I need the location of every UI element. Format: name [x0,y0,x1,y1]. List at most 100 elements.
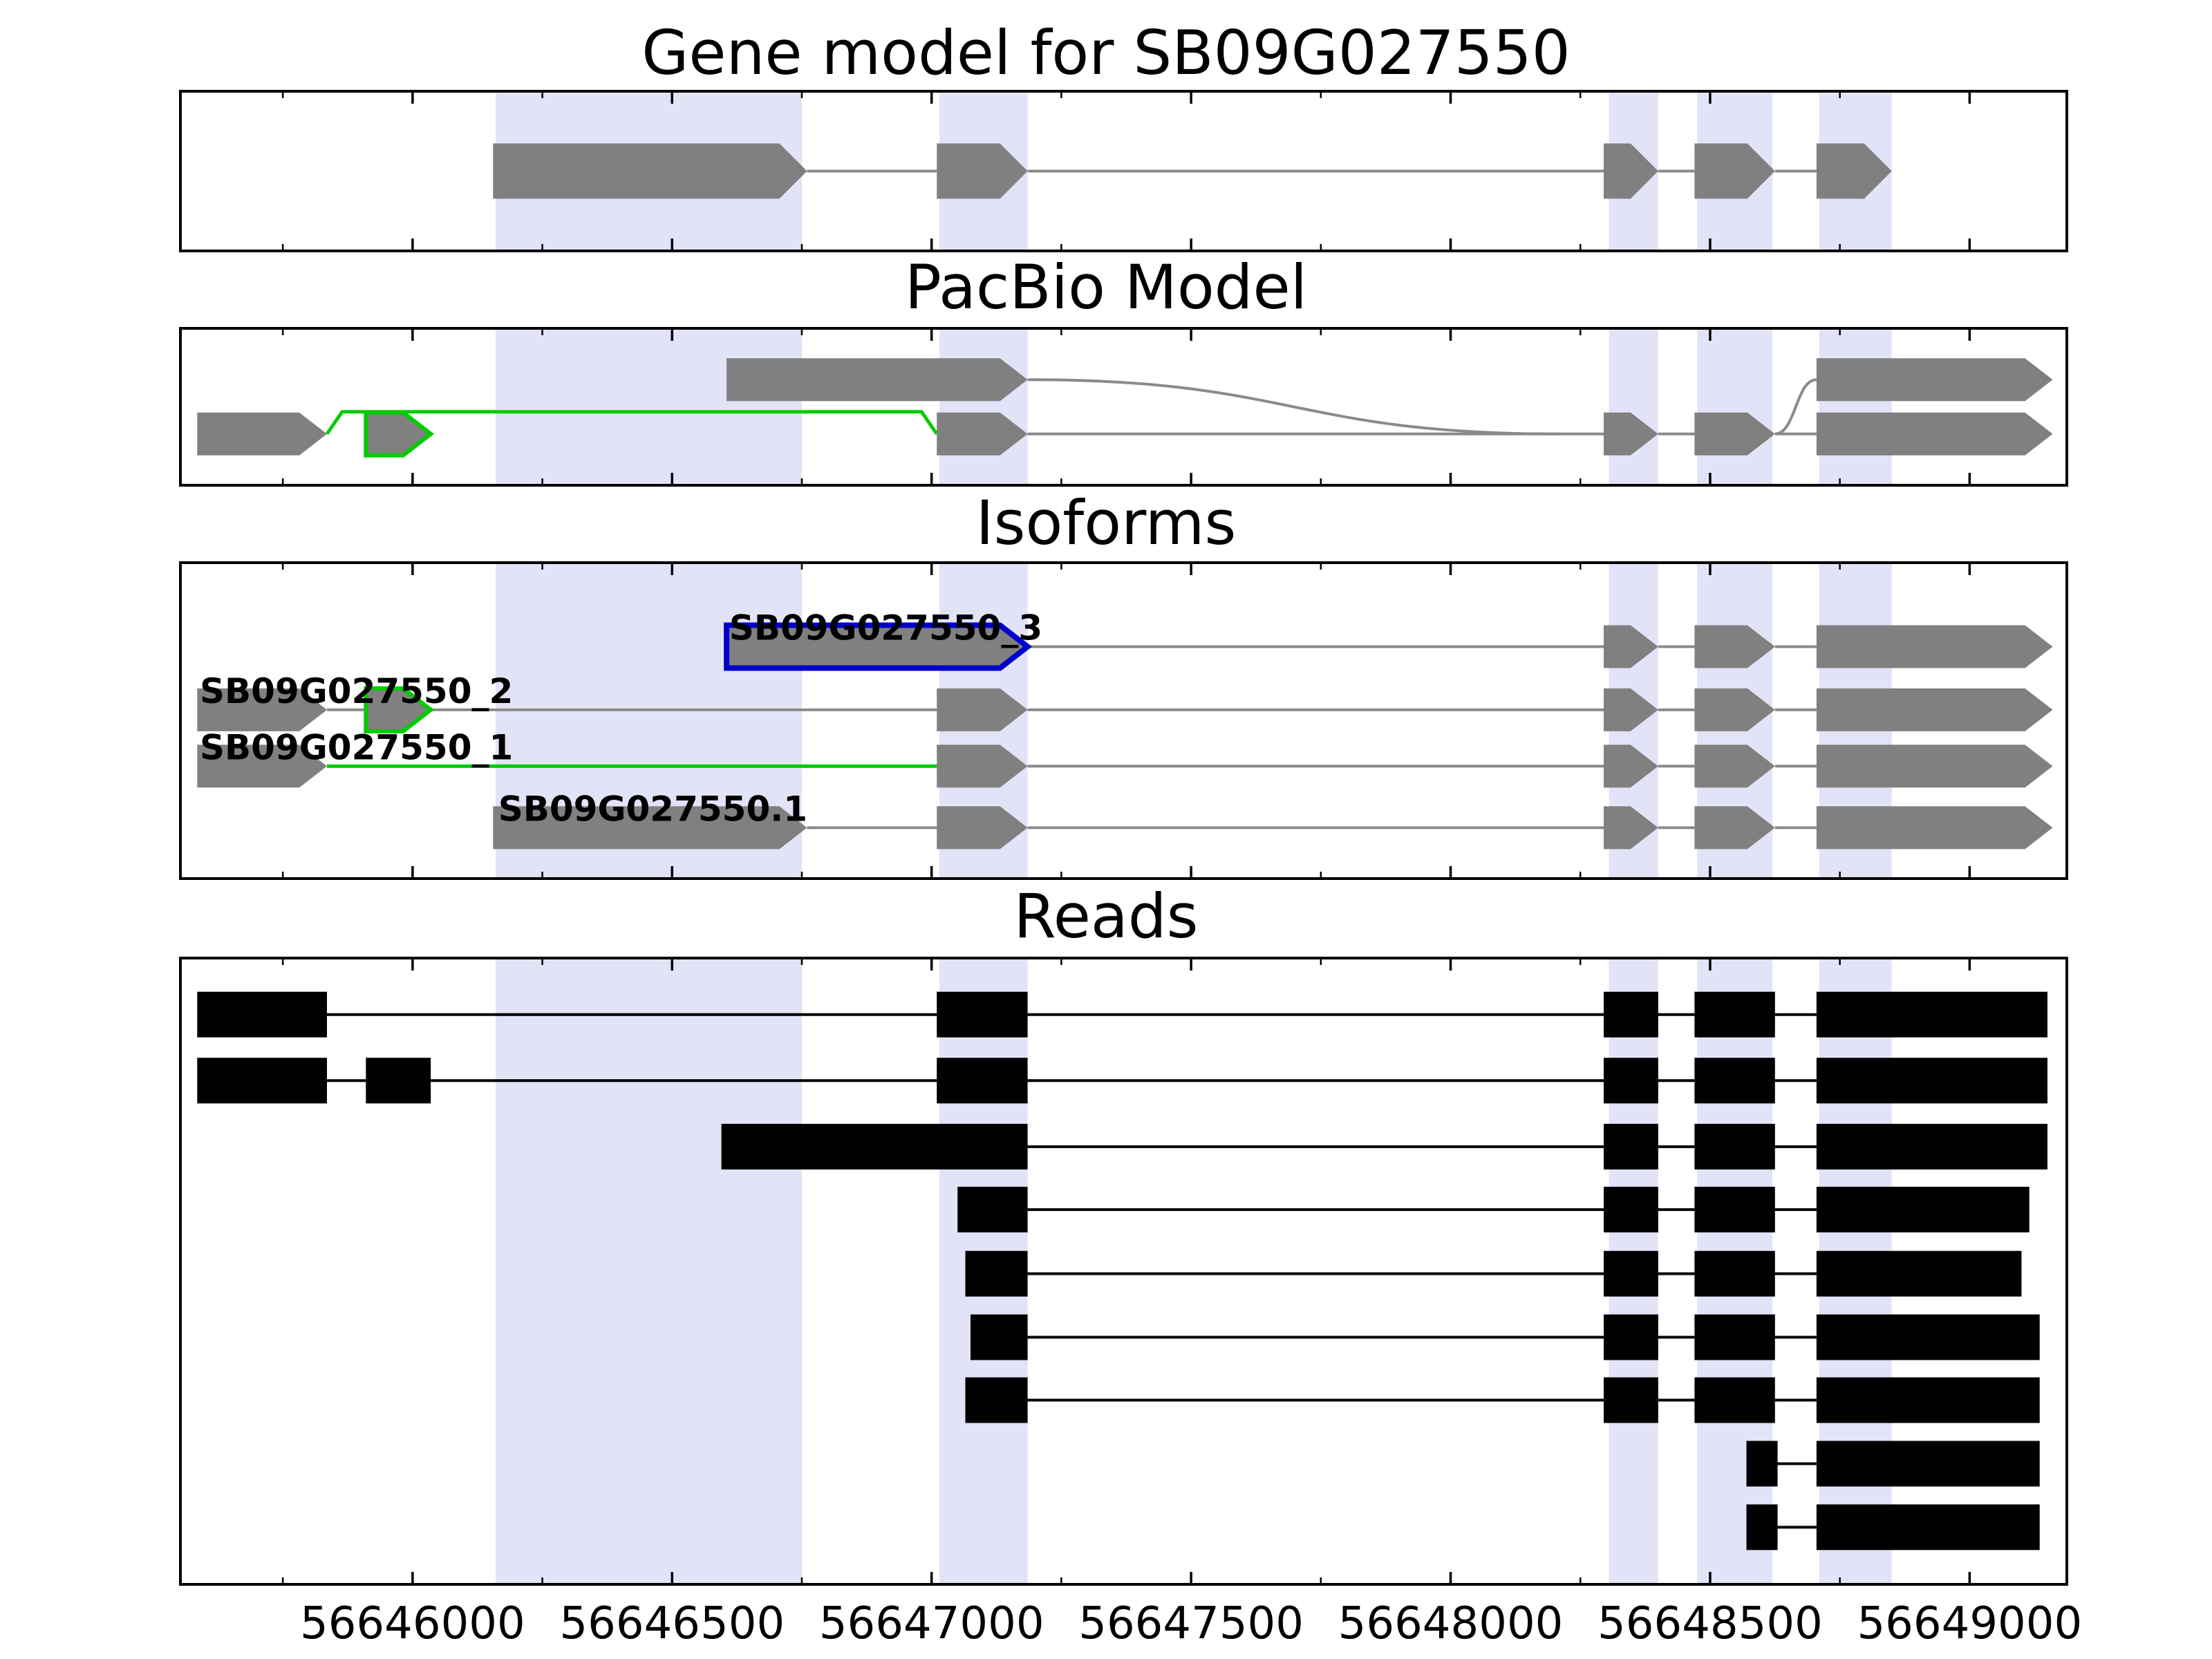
exon-shape [1694,143,1775,199]
read-exon [1816,1314,2040,1360]
read-exon [1694,1186,1775,1232]
read-exon [1816,1377,2040,1423]
isoform-label: SB09G027550.1 [498,789,807,829]
exon-shape [1604,143,1658,199]
read-exon [965,1377,1028,1423]
panel-border [179,957,2068,1586]
title-reads: Reads [1013,881,1199,952]
exon-shape [197,744,327,788]
x-tick-label: 56646500 [559,1598,785,1649]
isoform-label: SB09G027550_3 [729,608,1042,648]
isoforms-track: SB09G027550_3SB09G027550_2SB09G027550_1S… [179,561,2068,880]
exon-shape [937,806,1028,850]
exon-shape [1604,688,1658,731]
read-exon [965,1250,1028,1297]
read-exon [1694,1314,1775,1360]
splice-bridge [325,410,939,435]
exon-shape [493,806,807,850]
title-gene-model: Gene model for SB09G027550 [641,17,1571,88]
highlight-band [496,957,802,1586]
read-exon [1816,1186,2030,1232]
isoform-label: SB09G027550_2 [200,671,513,711]
read-exon [1816,1250,2022,1297]
read-exon [1816,991,2047,1038]
title-pacbio-model: PacBio Model [904,252,1308,323]
x-tick-label: 56649000 [1857,1598,2083,1649]
x-tick-label: 56647000 [818,1598,1044,1649]
exon-shape [937,744,1028,788]
exon-shape [364,410,435,458]
highlight-band [1697,327,1773,487]
exon-shape [197,688,327,731]
exon-shape [1694,625,1775,668]
isoform-label: SB09G027550_1 [200,727,513,767]
read-exon [197,1058,327,1104]
read-exon [1816,1504,2040,1550]
highlight-band [1609,327,1658,487]
exon-shape [1816,806,2053,850]
read-exon [1604,1250,1658,1297]
exon-shape [1604,806,1658,850]
read-exon [1604,1123,1658,1170]
exon-shape [1816,688,2053,731]
read-exon [1604,1314,1658,1360]
read-exon [1604,991,1658,1038]
x-tick-label: 56646000 [299,1598,525,1649]
exon-shape [1694,744,1775,788]
read-exon [1746,1441,1778,1487]
read-exon [366,1058,431,1104]
exon-shape [1604,625,1658,668]
read-exon [1694,1250,1775,1297]
exon-shape [937,412,1028,456]
read-exon [1694,1058,1775,1104]
exon-shape [937,143,1028,199]
title-isoforms: Isoforms [975,487,1237,559]
exon-shape [1694,688,1775,731]
read-exon [197,991,327,1038]
exon-shape [197,412,327,456]
exon-shape [1816,412,2053,456]
exon-shape [493,143,807,199]
panel-border [179,90,2068,252]
read-exon [1816,1058,2047,1104]
exon-shape [727,358,1028,402]
reads-track [179,957,2068,1586]
read-exon [1694,991,1775,1038]
exon-shape [1816,744,2053,788]
read-exon [1604,1058,1658,1104]
highlight-band [496,327,802,487]
pacbio-track [179,327,2068,487]
exon-shape [1694,806,1775,850]
exon-shape [1816,358,2053,402]
exon-shape [1816,625,2053,668]
read-exon [1816,1441,2040,1487]
exon-shape [724,622,1033,671]
intron-curve [1027,378,1560,435]
read-exon [957,1186,1028,1232]
exon-shape [1816,143,1892,199]
read-exon [1604,1377,1658,1423]
panel-border [179,327,2068,487]
highlight-band [939,327,1028,487]
highlight-band [1819,327,1892,487]
exon-shape [937,688,1028,731]
x-tick-label: 56647500 [1078,1598,1304,1649]
intron-curve [1774,378,1817,435]
read-exon [1816,1123,2047,1170]
read-exon [1604,1186,1658,1232]
read-exon [1746,1504,1778,1550]
read-exon [721,1123,1028,1170]
exon-shape [1694,412,1775,456]
x-tick-label: 56648500 [1597,1598,1823,1649]
exon-shape [1604,744,1658,788]
read-exon [1694,1123,1775,1170]
read-exon [1694,1377,1775,1423]
gene-model-track [179,90,2068,252]
panel-border [179,561,2068,880]
read-exon [971,1314,1028,1360]
exon-shape [1604,412,1658,456]
read-exon [937,991,1028,1038]
exon-shape [364,686,435,733]
